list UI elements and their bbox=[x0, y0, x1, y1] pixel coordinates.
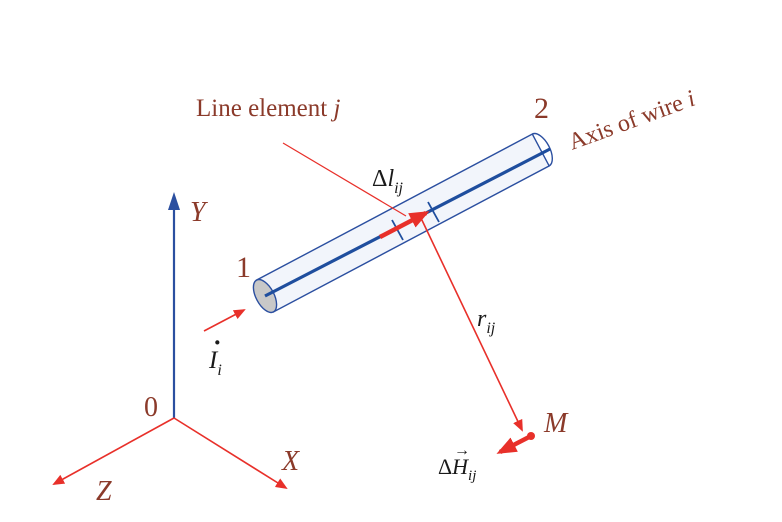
delta-l-prefix: Δ bbox=[372, 166, 387, 192]
y-axis-label: Y bbox=[190, 197, 209, 228]
delta-l-symbol: l bbox=[387, 166, 394, 192]
element-tick-end bbox=[427, 201, 440, 223]
delta-h-arrow-accent: → bbox=[454, 442, 470, 459]
r-subscript: ij bbox=[486, 320, 495, 337]
line-element-leader bbox=[282, 142, 407, 217]
line-element-text: Line element bbox=[196, 95, 327, 122]
delta-l-subscript: ij bbox=[394, 180, 403, 197]
delta-l-label: Δlij bbox=[372, 166, 404, 197]
line-element-label: Line element j bbox=[196, 95, 340, 122]
r-vector-arrow bbox=[419, 215, 523, 432]
current-dot: · bbox=[213, 328, 222, 357]
x-axis bbox=[173, 417, 288, 490]
delta-h-label: ΔHij bbox=[438, 454, 476, 484]
axis-of-wire-text: Axis of wire bbox=[565, 90, 687, 155]
delta-h-symbol: H bbox=[451, 454, 469, 479]
current-subscript: i bbox=[217, 362, 221, 379]
r-label: rij bbox=[477, 306, 496, 337]
current-label: Ii bbox=[208, 347, 222, 379]
z-axis bbox=[52, 417, 175, 485]
delta-h-prefix: Δ bbox=[438, 454, 452, 479]
current-arrow bbox=[203, 309, 246, 332]
axis-of-wire-label: Axis of wire i bbox=[565, 86, 699, 156]
axis-of-wire-index: i bbox=[684, 86, 699, 113]
x-axis-label: X bbox=[281, 446, 300, 477]
wire-far-end-cap bbox=[531, 132, 554, 167]
y-axis-arrowhead bbox=[168, 192, 180, 210]
line-element-index: j bbox=[330, 95, 340, 122]
delta-h-arrow bbox=[496, 434, 533, 454]
end-2-label: 2 bbox=[534, 92, 549, 125]
current-symbol: I bbox=[208, 347, 219, 374]
z-axis-label: Z bbox=[96, 476, 112, 507]
end-1-label: 1 bbox=[236, 251, 251, 284]
delta-l-arrow bbox=[378, 211, 430, 239]
r-symbol: r bbox=[477, 306, 487, 332]
point-m-label: M bbox=[543, 408, 569, 439]
delta-h-subscript: ij bbox=[468, 468, 476, 484]
origin-label: 0 bbox=[144, 392, 158, 423]
